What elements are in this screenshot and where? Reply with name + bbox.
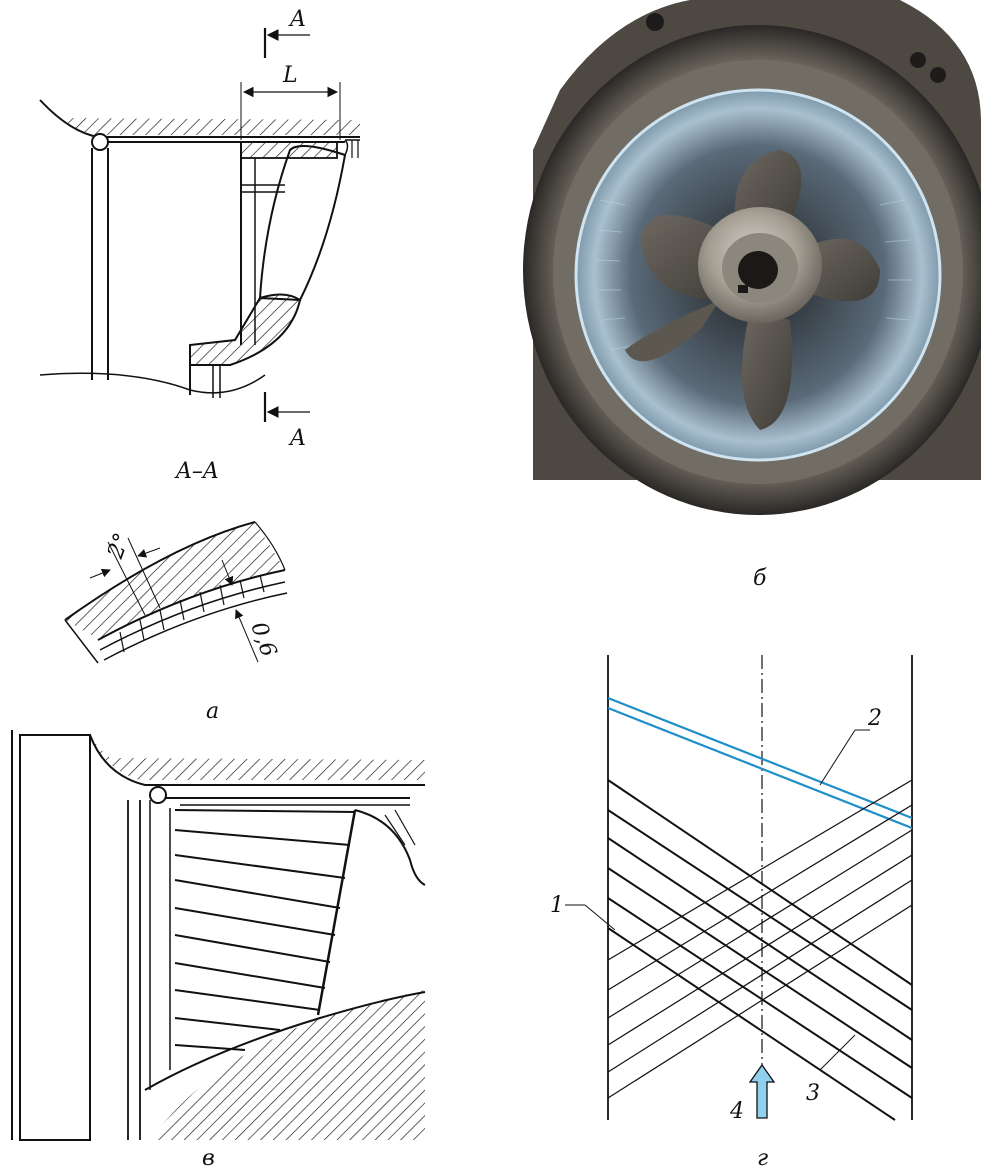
angle-line-2	[127, 537, 161, 609]
angle-line-1	[107, 541, 146, 616]
hub-hatch-c	[150, 990, 425, 1140]
descending-lines	[607, 779, 913, 1121]
blue-line-1	[607, 696, 913, 820]
caption-c: в	[202, 1146, 215, 1171]
caption-b: б	[753, 566, 767, 591]
flow-arrow	[748, 1063, 776, 1119]
seal-ring-c	[149, 786, 167, 804]
panel-d-diagram: 1 2 3 4 г	[550, 655, 913, 1171]
flange-hole-1	[646, 13, 664, 31]
angle-label: 2°	[103, 530, 135, 563]
blade-profile	[258, 145, 347, 302]
gap-label: 0,6	[245, 619, 280, 660]
section-mark-top-label: A	[288, 7, 306, 32]
caption-d: г	[757, 1146, 768, 1171]
shaft-body	[19, 734, 91, 1141]
housing-top-hatch-c	[90, 735, 425, 780]
housing-top-hatch	[40, 100, 360, 135]
caption-a: а	[206, 699, 219, 724]
callout-3: 3	[806, 1081, 820, 1106]
section-detail-slots	[119, 574, 265, 653]
ascending-lines	[607, 779, 913, 1099]
blade-edge	[316, 809, 357, 1016]
flange-hole-3	[930, 67, 946, 83]
panel-c-drawing: в	[11, 730, 426, 1171]
section-detail-hatch	[65, 522, 285, 640]
section-mark-bottom-label: A	[288, 426, 306, 451]
callout-1: 1	[550, 893, 564, 918]
panel-b-photo: б	[523, 0, 981, 591]
panel-a-drawing: A L A A–A	[39, 7, 360, 724]
groove-lines	[174, 809, 356, 1051]
seal-ring	[91, 133, 109, 151]
callout-2: 2	[867, 706, 882, 731]
liner-grooves	[596, 199, 912, 351]
flange-hole-2	[910, 52, 926, 68]
impeller-blade-4	[742, 310, 792, 430]
dimension-label-L: L	[282, 63, 298, 88]
section-title: A–A	[174, 459, 219, 484]
callout-4: 4	[729, 1099, 744, 1124]
blue-line-2	[607, 706, 913, 830]
hub-hatch	[189, 293, 302, 366]
hub-bore	[738, 251, 778, 289]
